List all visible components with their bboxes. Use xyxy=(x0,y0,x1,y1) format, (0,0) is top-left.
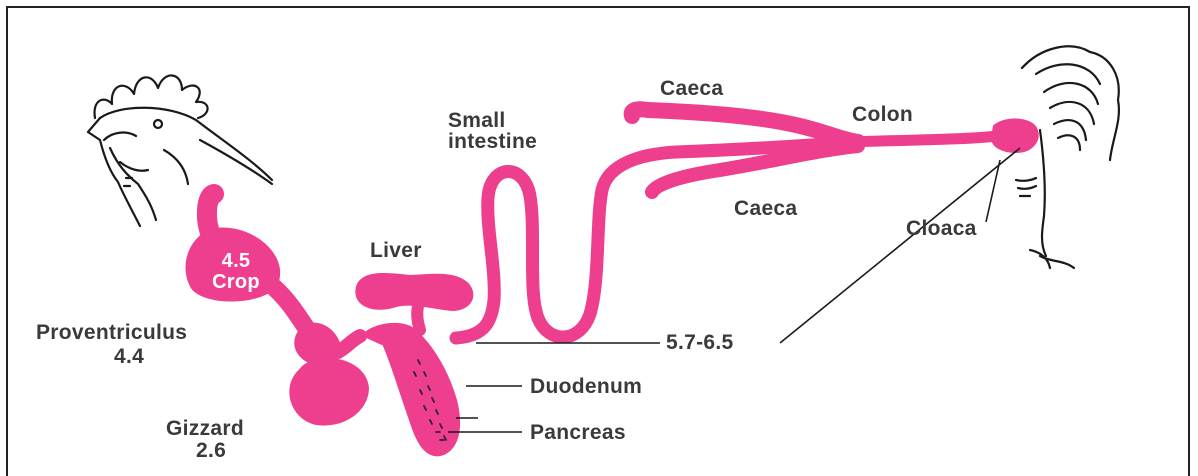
caeca-bottom-label: Caeca xyxy=(734,198,797,220)
cloaca-pointer xyxy=(780,148,1020,343)
cloaca-label: Cloaca xyxy=(906,218,977,240)
small-intestine-label-line1: Small xyxy=(448,110,506,132)
caeca-top-label: Caeca xyxy=(660,78,723,100)
crop-label: Crop xyxy=(200,271,272,293)
rooster-head-icon xyxy=(88,75,272,226)
duodenum-label: Duodenum xyxy=(530,376,642,398)
crop-value-label: 4.5 xyxy=(206,250,266,272)
colon xyxy=(850,136,998,142)
gizzard xyxy=(290,359,368,424)
liver-label: Liver xyxy=(370,240,422,262)
gizzard-value-label: 2.6 xyxy=(196,440,226,462)
rooster-tail-icon xyxy=(1016,46,1119,268)
proventriculus-value-label: 4.4 xyxy=(114,346,144,368)
caeca-upper xyxy=(632,109,858,142)
digestive-tract xyxy=(186,109,1037,455)
colon-label: Colon xyxy=(852,104,913,126)
pancreas-label: Pancreas xyxy=(530,422,626,444)
cloaca-shape xyxy=(992,119,1038,152)
proventriculus-label: Proventriculus xyxy=(36,322,187,344)
gizzard-label: Gizzard xyxy=(166,418,244,440)
intestine-value-label: 5.7-6.5 xyxy=(666,332,733,354)
small-intestine xyxy=(456,142,856,338)
small-intestine-label-line2: intestine xyxy=(448,131,537,153)
